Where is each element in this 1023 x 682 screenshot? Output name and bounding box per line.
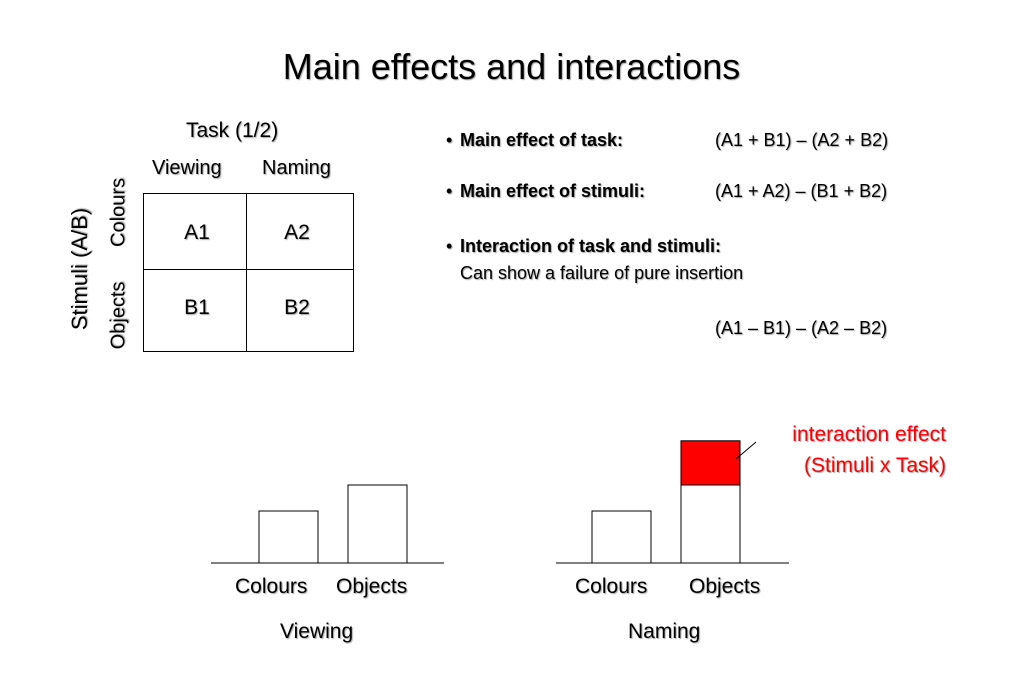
annotation-line-2: (Stimuli x Task) [804,454,946,477]
design-grid: A1 A2 B1 B2 [143,193,354,352]
bullet-formula-interaction: (A1 – B1) – (A2 – B2) [715,318,888,338]
bar-naming-objects [680,484,741,564]
bullet-dot: • [446,236,453,256]
bullet-subtext: Can show a failure of pure insertion [460,263,744,283]
bullet-label: Main effect of task: [460,130,624,150]
bar-naming-colours [591,510,652,564]
grid-divider-horizontal [144,269,353,270]
naming-x-label-objects: Objects [689,575,761,598]
task-label: Task (1/2) [186,119,279,142]
bar-naming-interaction-segment [680,440,741,486]
viewing-x-label-objects: Objects [336,575,408,598]
bullet-main-effect-stimuli: • Main effect of stimuli: (A1 + A2) – (B… [446,181,966,207]
naming-x-label-colours: Colours [575,575,648,598]
bullet-label: Interaction of task and stimuli: [460,236,722,256]
bullet-label: Main effect of stimuli: [460,181,646,201]
bar-viewing-objects [347,484,408,564]
bullet-dot: • [446,181,453,201]
bullet-formula: (A1 + B1) – (A2 + B2) [715,130,889,150]
bullet-interaction: • Interaction of task and stimuli: Can s… [446,236,966,296]
cell-b1: B1 [184,296,210,319]
interaction-annotation: interaction effect (Stimuli x Task) [730,419,946,481]
bullet-main-effect-task: • Main effect of task: (A1 + B1) – (A2 +… [446,130,966,156]
cell-a2: A2 [284,221,310,244]
viewing-chart-title: Viewing [280,620,354,643]
annotation-pointer-line [735,441,757,460]
column-header-viewing: Viewing [152,157,222,179]
annotation-line-1: interaction effect [792,423,946,446]
cell-b2: B2 [284,296,310,319]
page-title: Main effects and interactions [282,46,741,87]
bullet-formula: (A1 + A2) – (B1 + B2) [715,181,888,201]
grid-divider-vertical [246,194,247,351]
naming-chart-title: Naming [628,620,701,643]
column-header-naming: Naming [262,157,331,179]
bullet-dot: • [446,130,453,150]
viewing-x-label-colours: Colours [235,575,308,598]
bar-viewing-colours [258,510,319,564]
cell-a1: A1 [184,221,210,244]
